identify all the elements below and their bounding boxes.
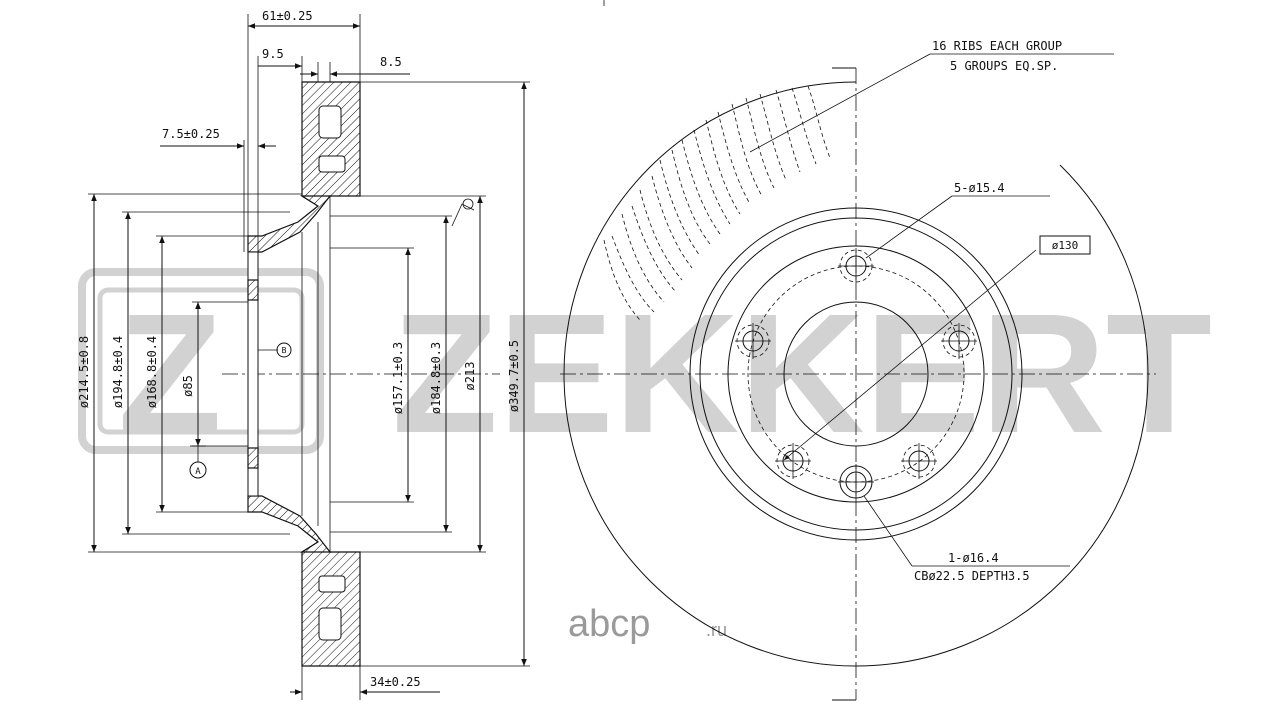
vent-slot (318, 575, 346, 593)
ribs-leader (749, 53, 931, 153)
ribs-note-2: 5 GROUPS EQ.SP. (950, 59, 1058, 73)
datum-b-bubble (276, 342, 292, 358)
label-8-5: 8.5 (380, 55, 402, 69)
label-34: 34±0.25 (370, 675, 421, 689)
label-7-5: 7.5±0.25 (162, 127, 220, 141)
datum-a-bubble (189, 461, 207, 479)
bolt-hole (735, 323, 771, 359)
locator-hole (838, 464, 874, 500)
vent-slot (318, 607, 342, 641)
label-d168: ø168.8±0.4 (145, 336, 159, 408)
label-d184: ø184.8±0.3 (429, 342, 443, 414)
zekkert-watermark: Z ZEKKERT (78, 268, 1212, 469)
section-view: ø214.5±0.8 ø194.8±0.4 ø168.8±0.4 ø85 ø15… (77, 9, 530, 700)
label-9-5: 9.5 (262, 47, 284, 61)
abcp-badge: abcp .ru (568, 603, 727, 645)
label-d85: ø85 (181, 375, 195, 397)
label-61: 61±0.25 (262, 9, 313, 23)
ribs-note-1: 16 RIBS EACH GROUP (932, 39, 1062, 53)
label-d213: ø213 (463, 362, 477, 391)
locator-note-2: CBø22.5 DEPTH3.5 (914, 569, 1030, 583)
locator-leader (863, 495, 913, 567)
ring-inner (689, 207, 1023, 541)
front-view: 16 RIBS EACH GROUP 5 GROUPS EQ.SP. 5-ø15… (560, 39, 1156, 701)
abcp-tld: .ru (706, 620, 727, 640)
bolt-hole (901, 443, 937, 479)
cooling-ribs (603, 85, 831, 321)
pcd-leader (783, 249, 1037, 461)
logo-letter: Z (118, 279, 222, 469)
surface-symbol-circle (462, 198, 474, 210)
vent-slot (318, 155, 346, 173)
disc-outer-edge (563, 81, 1149, 667)
locator-note-1: 1-ø16.4 (948, 551, 999, 565)
label-d214: ø214.5±0.8 (77, 336, 91, 408)
label-d194: ø194.8±0.4 (111, 336, 125, 408)
datum-b-label: B (282, 346, 287, 355)
abcp-name: abcp (568, 603, 650, 645)
bolt-leader (865, 195, 953, 259)
hat-inner (727, 245, 985, 503)
bolt-hole (838, 248, 874, 284)
bolt-hole (775, 443, 811, 479)
friction-ring-upper (301, 81, 361, 207)
hat-outer (699, 217, 1013, 531)
center-bore (783, 301, 929, 447)
surface-symbol (451, 203, 475, 227)
logo-frame (78, 268, 324, 454)
label-d157: ø157.1±0.3 (391, 342, 405, 414)
datum-a-label: A (195, 467, 201, 477)
disc-outer-edge-right (1059, 164, 1149, 375)
pcd-note: ø130 (1052, 239, 1079, 252)
bolt-hole (941, 323, 977, 359)
friction-ring-lower (301, 541, 361, 667)
pcd-box (1039, 235, 1091, 255)
hat-face-hatch (247, 279, 259, 301)
hat-face-hatch (247, 447, 259, 469)
label-d349: ø349.7±0.5 (507, 340, 521, 412)
vent-slot (318, 105, 342, 139)
bolt-note: 5-ø15.4 (954, 181, 1005, 195)
